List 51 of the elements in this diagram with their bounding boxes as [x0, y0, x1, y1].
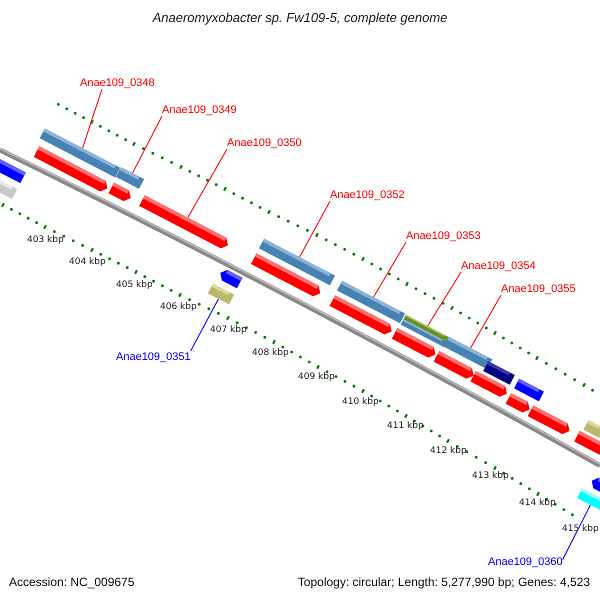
- gene-label: Anae109_0350: [227, 137, 302, 150]
- kbp-label: 412 kbp: [430, 447, 467, 457]
- gene-label: Anae109_0354: [461, 260, 536, 272]
- kbp-label: 413 kbp: [472, 472, 509, 482]
- gene-bar: [139, 195, 228, 248]
- kbp-label: 405 kbp: [116, 281, 153, 291]
- gene-label: Anae109_0353: [406, 230, 481, 242]
- leader-line: [373, 242, 406, 298]
- gene-bar: [108, 182, 131, 202]
- kbp-label: 404 kbp: [69, 258, 106, 268]
- gene-bar: [514, 378, 544, 402]
- gene-bar: [577, 488, 600, 512]
- leader-line: [427, 272, 462, 327]
- kbp-label: 414 kbp: [519, 499, 556, 509]
- gene-bar: [434, 350, 474, 379]
- gene-label: Anae109_0355: [501, 283, 576, 296]
- leader-line: [132, 116, 162, 174]
- footer-note: Topology: circular; Length: 5,277,990 bp; Genes: 4,523: [298, 576, 590, 590]
- kbp-label: 403 kbp: [27, 236, 64, 246]
- gene-bar: [592, 478, 600, 493]
- gene-bar: [506, 393, 530, 413]
- gene-label: Anae109_0349: [162, 104, 237, 116]
- kbp-label: 415 kbp: [562, 525, 599, 535]
- gene-bar: [250, 253, 320, 296]
- gene-label: Anae109_0360: [488, 556, 563, 568]
- leader-line: [470, 294, 502, 349]
- leader-line: [299, 200, 330, 258]
- gene-label: Anae109_0352: [330, 189, 405, 202]
- gene-bar: [330, 295, 392, 334]
- gene-bar: [0, 159, 26, 184]
- kbp-label: 406 kbp: [160, 303, 197, 313]
- chart-title: Anaeromyxobacter sp. Fw109-5, complete genome: [151, 11, 448, 26]
- gene-label: Anae109_0351: [116, 351, 191, 364]
- leader-line: [82, 88, 102, 149]
- gene-bar: [483, 361, 515, 385]
- gene-bar: [34, 146, 108, 192]
- kbp-label: 409 kbp: [298, 373, 335, 383]
- footer-note: Accession: NC_009675: [9, 576, 134, 590]
- gene-bar: [528, 406, 570, 434]
- kbp-label: 410 kbp: [342, 398, 379, 408]
- leader-line: [187, 148, 228, 218]
- gene-bar: [208, 284, 234, 304]
- gene-bar: [116, 167, 144, 189]
- gene-bar: [392, 328, 436, 358]
- gene-bar: [220, 270, 243, 288]
- kbp-label: 408 kbp: [252, 349, 289, 359]
- gene-label: Anae109_0348: [80, 77, 155, 90]
- kbp-label: 411 kbp: [387, 422, 424, 432]
- kbp-label: 407 kbp: [210, 326, 247, 336]
- leader-line: [562, 504, 591, 560]
- gene-bar: [583, 420, 600, 438]
